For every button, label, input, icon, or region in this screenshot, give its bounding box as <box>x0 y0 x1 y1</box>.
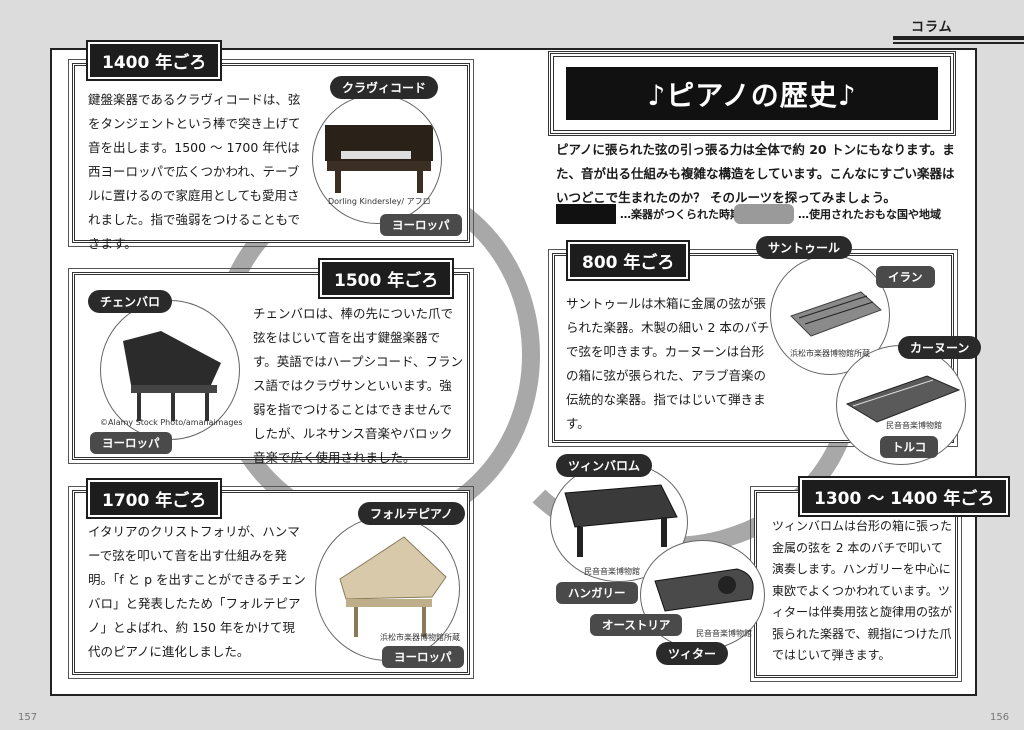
qanun-icon <box>845 375 961 423</box>
text-800: サントゥールは木箱に金属の弦が張られた楽器。木製の細い 2 本のバチで弦を叩きま… <box>566 296 770 431</box>
era-label-1700: 1700 年ごろ <box>85 478 223 519</box>
column-tag: コラム <box>893 14 1024 44</box>
fortepiano-icon <box>339 536 447 637</box>
era-label-1500: 1500 年ごろ <box>317 258 455 299</box>
credit-santur: 浜松市楽器博物館所蔵 <box>790 349 870 358</box>
instrument-label-harpsichord: チェンバロ <box>88 290 173 313</box>
page-number-right: 156 <box>990 712 1010 723</box>
santur-photo <box>770 255 890 375</box>
credit-qanun: 民音音楽博物館 <box>886 421 942 430</box>
column-label: コラム <box>911 20 953 35</box>
santur-icon <box>790 291 882 337</box>
cimbalom-icon <box>564 484 678 557</box>
legend-region-label: …使用されたおもな国や地域 <box>798 208 941 221</box>
credit-harpsichord: ©Alamy Stock Photo/amanaimages <box>100 418 243 427</box>
text-1700: イタリアのクリストフォリが、ハンマーで弦を叩いて音を出す仕組みを発明。「f と … <box>88 524 306 659</box>
instrument-label-qanun: カーヌーン <box>898 336 982 359</box>
era-label-1300: 1300 ～ 1400 年ごろ <box>797 476 1011 517</box>
harpsichord-icon <box>123 331 221 421</box>
region-label-1500: ヨーロッパ <box>90 432 172 454</box>
harpsichord-photo <box>100 300 240 440</box>
column-rule <box>893 36 1024 40</box>
region-label-cimbalom: ハンガリー <box>556 582 638 604</box>
era-label-1400: 1400 年ごろ <box>85 40 223 81</box>
region-label-1700: ヨーロッパ <box>382 646 464 668</box>
clavichord-icon <box>325 125 433 193</box>
legend-era: …楽器がつくられた時期 <box>556 204 741 224</box>
credit-fortepiano: 浜松市楽器博物館所蔵 <box>380 633 460 642</box>
region-label-santur: イラン <box>876 266 935 288</box>
text-1300: ツィンバロムは台形の箱に張った金属の弦を 2 本のバチで叩いて演奏します。ハンガ… <box>772 519 953 662</box>
credit-cimbalom: 民音音楽博物館 <box>584 567 640 576</box>
column-rule-thin <box>893 42 1024 44</box>
legend-region-swatch <box>734 204 794 224</box>
instrument-label-santur: サントゥール <box>756 236 853 259</box>
page-title: ♪ピアノの歴史♪ <box>566 67 938 120</box>
instrument-label-cimbalom: ツィンバロム <box>556 454 653 477</box>
instrument-label-zither: ツィター <box>656 642 729 665</box>
instrument-label-clavichord: クラヴィコード <box>330 76 439 99</box>
region-label-1400: ヨーロッパ <box>380 214 462 236</box>
region-label-zither: オーストリア <box>590 614 683 636</box>
intro-text: ピアノに張られた弦の引っ張る力は全体で約 20 トンにもなります。また、音が出る… <box>556 142 955 205</box>
text-1500: チェンバロは、棒の先についた爪で弦をはじいて音を出す鍵盤楽器です。英語ではハープ… <box>253 306 464 465</box>
clavichord-photo <box>312 94 442 224</box>
section-1300-box <box>750 486 962 682</box>
region-label-qanun: トルコ <box>880 436 939 458</box>
credit-clavichord: Dorling Kindersley/ アフロ <box>328 197 431 206</box>
legend-era-label: …楽器がつくられた時期 <box>620 208 741 221</box>
credit-zither: 民音音楽博物館 <box>696 629 752 638</box>
legend-era-swatch <box>556 204 616 224</box>
title-banner: ♪ピアノの歴史♪ <box>548 51 956 136</box>
zither-icon <box>654 568 754 612</box>
instrument-label-fortepiano: フォルテピアノ <box>358 502 465 525</box>
page-number-left: 157 <box>18 712 38 723</box>
legend-region: …使用されたおもな国や地域 <box>734 204 941 224</box>
era-label-800: 800 年ごろ <box>565 240 691 281</box>
text-1400: 鍵盤楽器であるクラヴィコードは、弦をタンジェントという棒で突き上げて音を出します… <box>88 92 301 251</box>
